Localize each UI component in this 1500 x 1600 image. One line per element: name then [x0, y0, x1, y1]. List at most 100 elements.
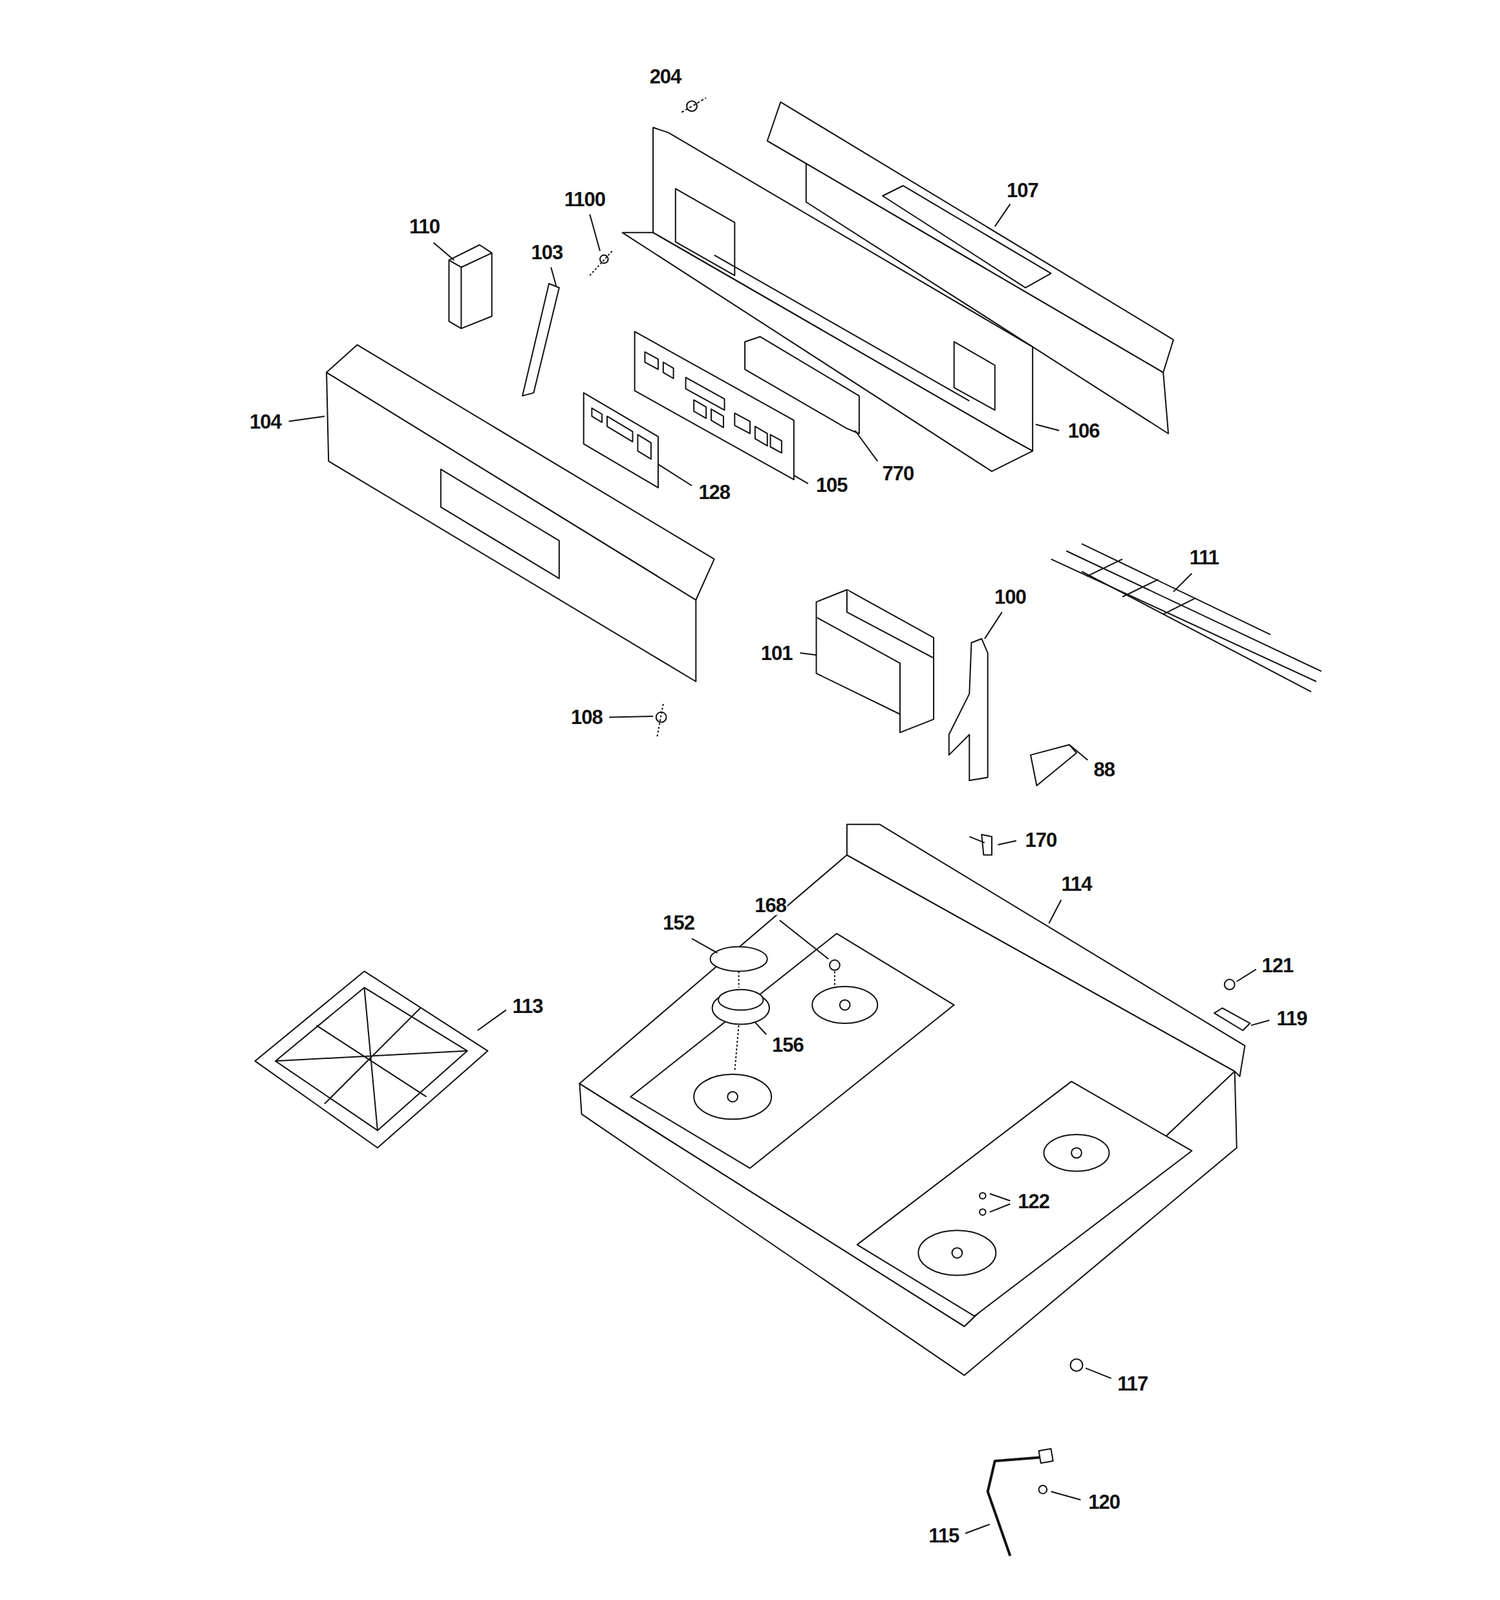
backsplash-frame [622, 127, 1033, 472]
exploded-view [255, 98, 1322, 1557]
callout-number: 107 [1005, 179, 1040, 200]
burner-axis [734, 1025, 739, 1072]
burner-port [727, 1092, 738, 1103]
burner-pan [630, 933, 954, 1169]
bracket [522, 283, 560, 397]
switch-body [448, 245, 492, 329]
leader-line [1085, 1368, 1111, 1379]
wire [1051, 559, 1317, 682]
burner-axis [738, 971, 740, 988]
panel-window [440, 469, 560, 579]
callout-number: 104 [248, 411, 283, 432]
burner-port [1071, 1147, 1082, 1158]
screw [600, 255, 609, 264]
callout-number: 170 [1023, 829, 1058, 850]
screw-head [686, 100, 697, 112]
leader-line [799, 653, 816, 655]
callout-number: 119 [1275, 1008, 1309, 1029]
hold-bracket [1214, 1007, 1250, 1031]
burner-head-top [718, 989, 763, 1011]
cooktop-surface [579, 855, 1235, 1327]
leader-line [609, 716, 654, 718]
callout-number: 156 [770, 1035, 805, 1056]
leader-line [1069, 744, 1088, 761]
membrane-keys [591, 407, 652, 460]
board-bracket [744, 336, 860, 434]
leader-line [589, 214, 600, 251]
callout-number: 113 [510, 996, 544, 1017]
callout-number: 114 [1060, 873, 1094, 894]
callout-number: 105 [814, 474, 849, 495]
screw-axis [589, 250, 613, 276]
callout-number: 103 [530, 241, 565, 262]
burner-hole [1043, 1134, 1109, 1172]
callout-number: 88 [1092, 759, 1116, 780]
callout-number: 204 [648, 66, 683, 87]
screw [1224, 979, 1235, 990]
leader-line [1236, 969, 1257, 982]
leader-line [995, 204, 1011, 227]
rod-tab [1039, 1448, 1054, 1464]
leader-line [965, 1524, 990, 1534]
wire [1081, 571, 1312, 692]
burner-hole [693, 1074, 772, 1120]
leader-line [1048, 900, 1061, 924]
grate [255, 971, 489, 1148]
callout-number: 108 [569, 707, 604, 728]
screw-axis [834, 971, 836, 988]
burner-hole [918, 1230, 996, 1275]
burner-port [839, 1000, 851, 1011]
leader-line [477, 1009, 507, 1031]
leader-line [289, 416, 325, 422]
leader-line [433, 243, 455, 261]
switch-edge [448, 252, 492, 329]
support-rod [987, 1457, 1047, 1557]
leader-line [1251, 1020, 1270, 1026]
side-bracket-fold [816, 589, 934, 715]
screw [829, 960, 840, 971]
callout-number: 120 [1086, 1492, 1122, 1513]
callout-number: 115 [927, 1525, 961, 1546]
screw-axis [681, 98, 707, 113]
callout-number: 770 [880, 463, 915, 484]
callout-number: 110 [407, 216, 441, 237]
wire-harness [1051, 543, 1322, 692]
grate-frame [255, 971, 489, 1148]
screw [979, 1192, 986, 1199]
frame-window [675, 188, 736, 276]
leader-line [989, 1193, 1011, 1212]
callout-number: 168 [753, 894, 788, 915]
leader-line [779, 920, 829, 960]
frame-flange [622, 232, 1033, 472]
screw [1039, 1485, 1048, 1495]
burner-hole [812, 986, 878, 1024]
leader-line [1035, 424, 1060, 431]
callout-number: 101 [759, 643, 794, 664]
membrane-outline [583, 393, 659, 489]
burner-cap [709, 947, 767, 972]
nut [1070, 1359, 1083, 1372]
screw [969, 834, 992, 856]
leader-line [550, 267, 557, 286]
wire-tie [1086, 559, 1197, 615]
leader-line [658, 464, 692, 486]
callout-number: 122 [1016, 1190, 1051, 1211]
leader-line [997, 840, 1016, 845]
grate-inner [275, 987, 468, 1131]
side-bracket [816, 589, 934, 733]
wire [1066, 550, 1322, 672]
leader-line [1173, 573, 1192, 592]
callout-number: 106 [1066, 420, 1102, 441]
callout-number: 100 [993, 587, 1028, 608]
frame-window [954, 342, 996, 411]
callout-number: 117 [1115, 1373, 1149, 1394]
callout-number: 121 [1260, 955, 1296, 976]
leader-line [691, 938, 718, 954]
leader-line [1051, 1491, 1082, 1500]
leader-lines [289, 204, 1270, 1534]
screw [681, 98, 707, 113]
vertical-bracket [949, 638, 988, 781]
grate-bar [275, 987, 468, 1131]
